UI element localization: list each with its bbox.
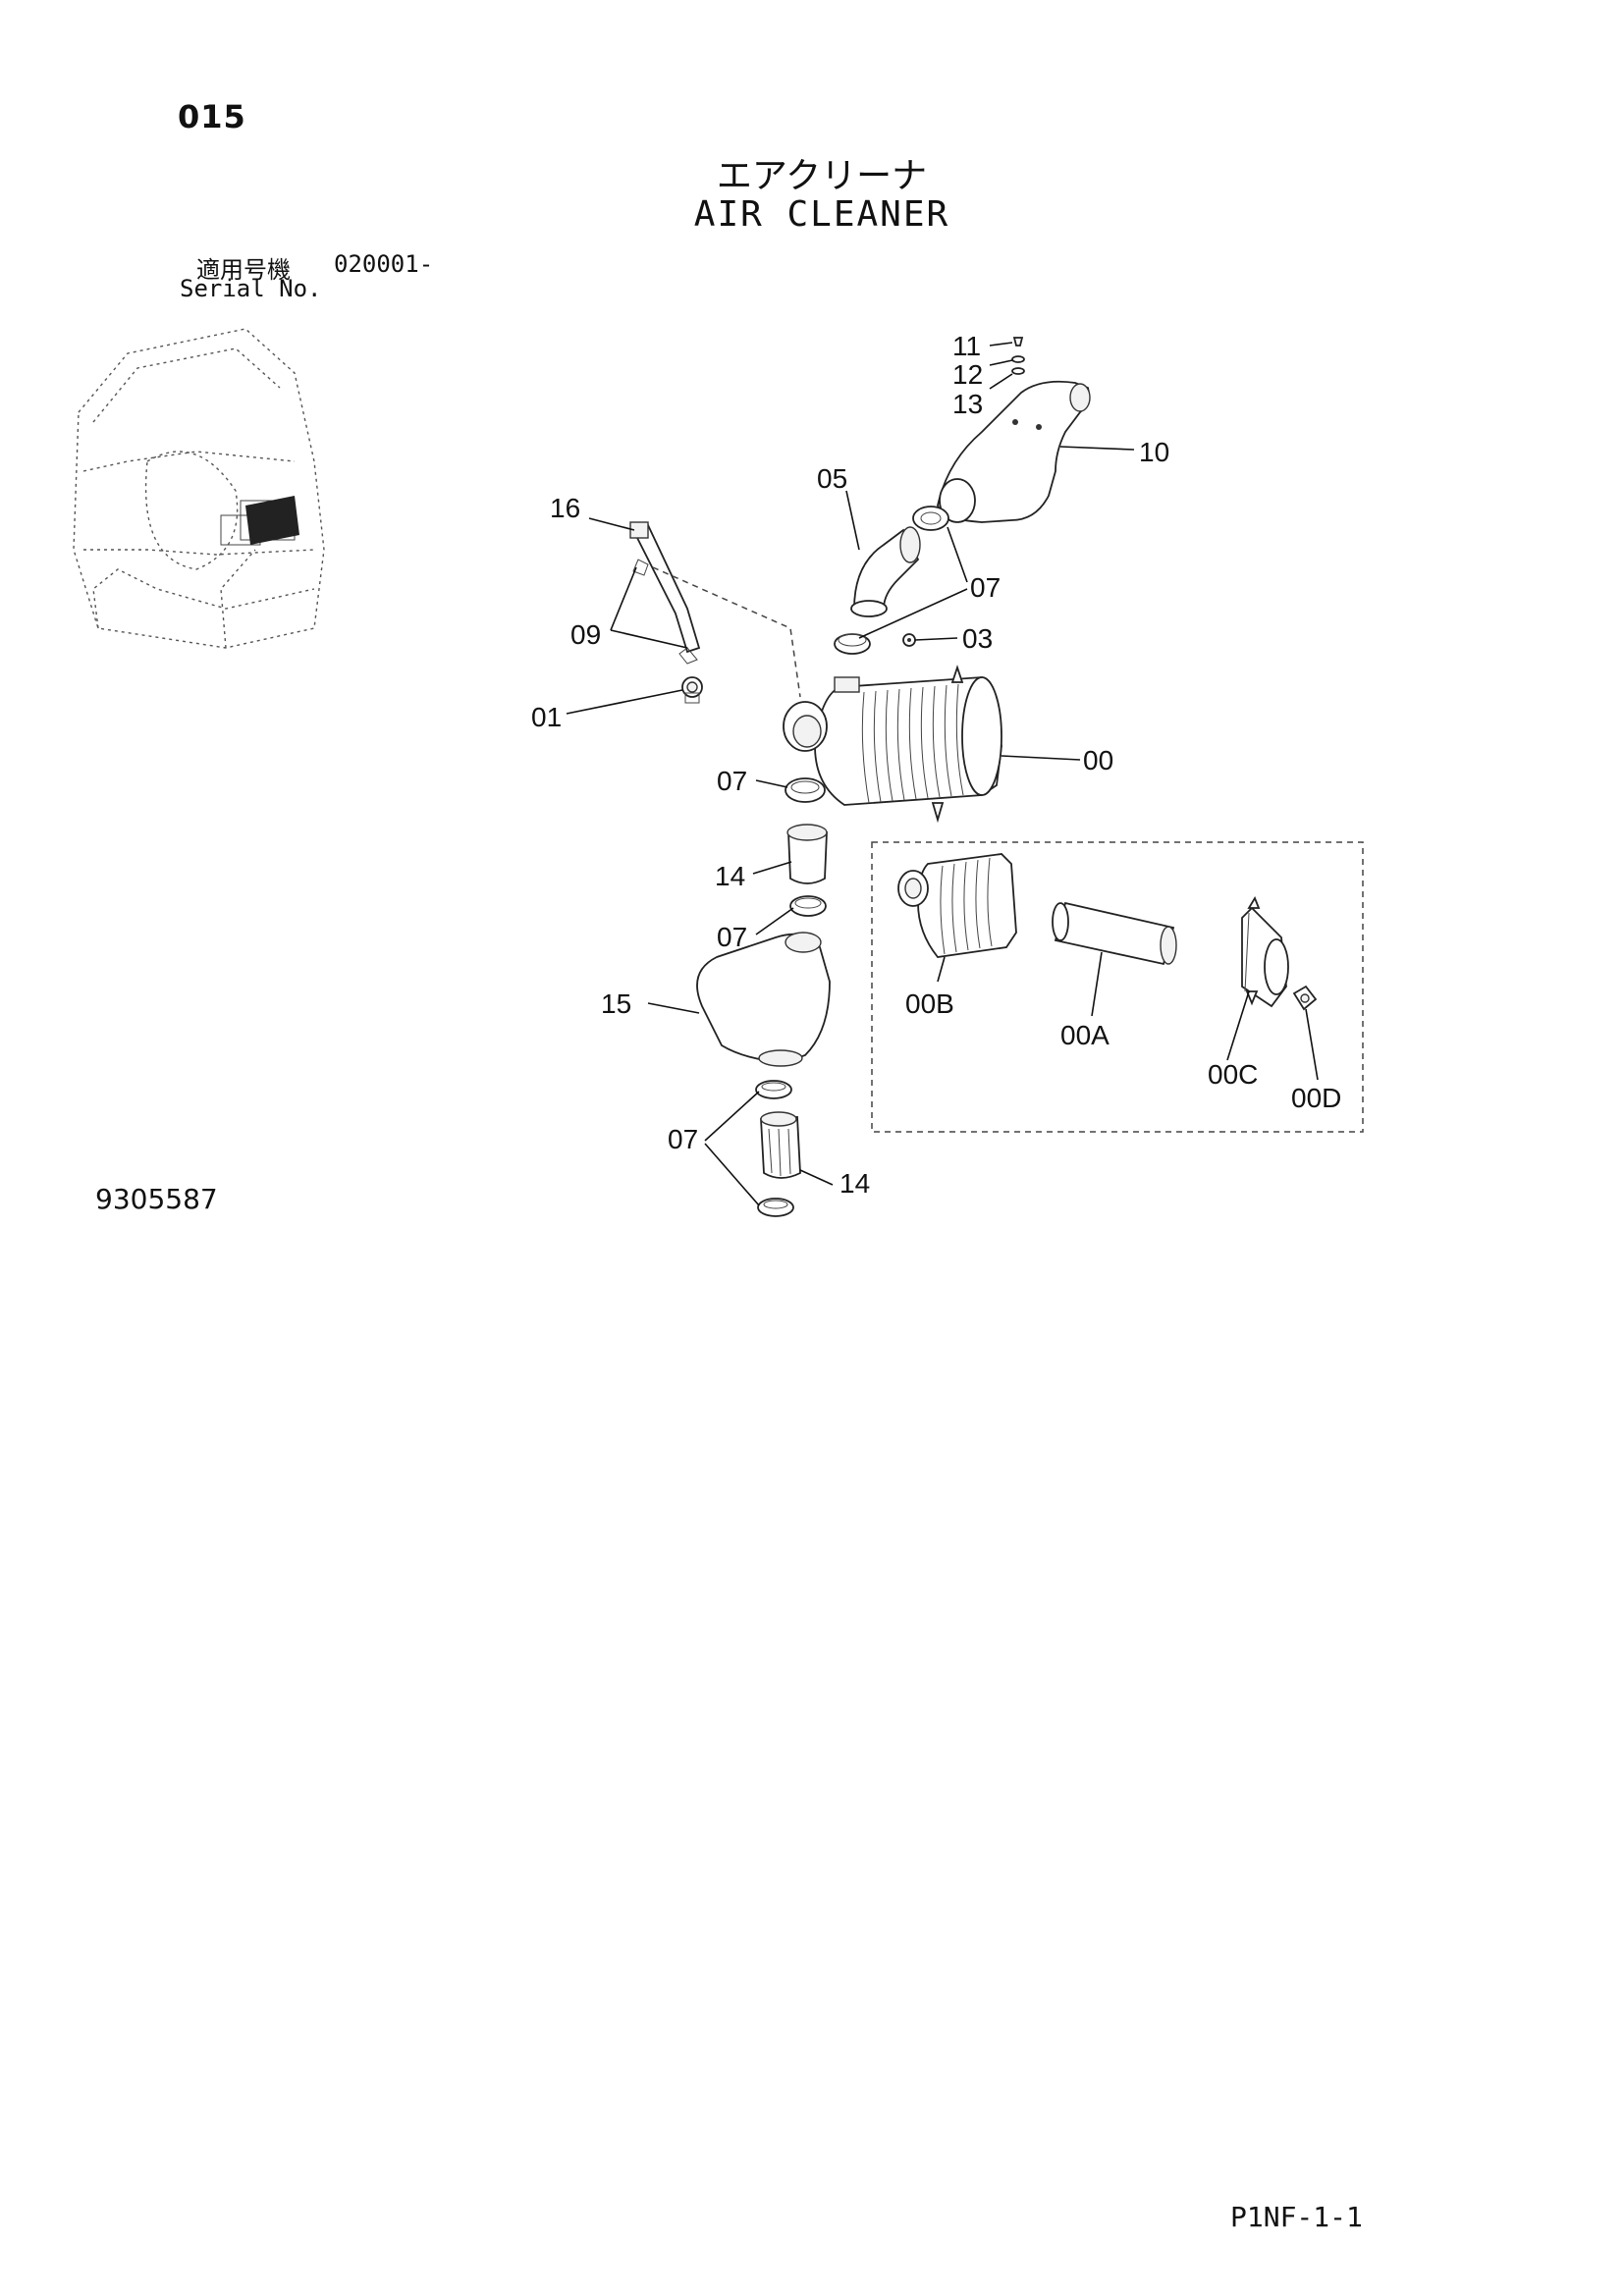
vacuator-hose [629, 521, 701, 665]
callout-10: 10 [1139, 437, 1169, 467]
nut [902, 633, 916, 647]
bolt-washer-set [1011, 337, 1025, 375]
hose-clamp-bottom-2 [757, 1198, 794, 1217]
callout-07-middle: 07 [717, 766, 747, 796]
elbow-hose [850, 526, 921, 617]
page-reference: P1NF-1-1 [1230, 2201, 1363, 2233]
filter-components-box [871, 841, 1364, 1133]
callout-00C: 00C [1208, 1059, 1258, 1090]
callout-11: 11 [952, 331, 981, 361]
title-japanese: エアクリーナ [716, 156, 928, 196]
callout-07-lower: 07 [717, 922, 747, 952]
callout-07-upper: 07 [970, 572, 1001, 603]
callout-16: 16 [550, 493, 580, 523]
callout-09: 09 [570, 619, 601, 650]
callout-12: 12 [952, 359, 983, 390]
leader-lines [566, 342, 1319, 1206]
callout-01: 01 [531, 702, 562, 732]
straight-hose-upper [786, 824, 828, 884]
evacuator-valve [1292, 985, 1318, 1011]
callout-14-lower: 14 [839, 1168, 870, 1199]
cleaner-cover [1241, 895, 1289, 1008]
callout-00A: 00A [1060, 1020, 1110, 1050]
air-cleaner-assembly [783, 665, 1002, 824]
callout-00: 00 [1083, 745, 1113, 775]
callout-05: 05 [817, 463, 847, 494]
straight-hose-lower [760, 1111, 801, 1179]
figure-number: 9305587 [95, 1183, 218, 1215]
callout-00B: 00B [905, 988, 954, 1019]
serial-label-japanese: 適用号機 [196, 256, 291, 284]
callout-labels: 11 12 13 10 05 16 07 09 03 01 00 07 14 0… [531, 331, 1341, 1199]
cleaner-housing [897, 853, 1017, 958]
intake-duct [937, 380, 1091, 523]
callout-07-bottom: 07 [668, 1124, 698, 1154]
callout-03: 03 [962, 623, 993, 654]
hose-clamp-upper [912, 506, 949, 531]
machine-location-thumbnail [73, 328, 325, 649]
filter-element [1052, 901, 1177, 966]
hose-clamp-lower-2 [789, 895, 827, 917]
hose-clamp-bottom-1 [755, 1080, 792, 1099]
serial-value: 020001- [334, 250, 434, 278]
hose-clamp-lower-1 [785, 777, 826, 803]
page-code: 015 [178, 98, 246, 135]
title-english: AIR CLEANER [693, 194, 950, 235]
callout-15: 15 [601, 988, 631, 1019]
callout-14-upper: 14 [715, 861, 745, 891]
hose-clamp-middle [834, 633, 871, 655]
inlet-housing [696, 932, 831, 1067]
serial-label-english: Serial No. [180, 275, 322, 302]
callout-00D: 00D [1291, 1083, 1341, 1113]
restriction-indicator [681, 676, 703, 704]
callout-13: 13 [952, 389, 983, 419]
